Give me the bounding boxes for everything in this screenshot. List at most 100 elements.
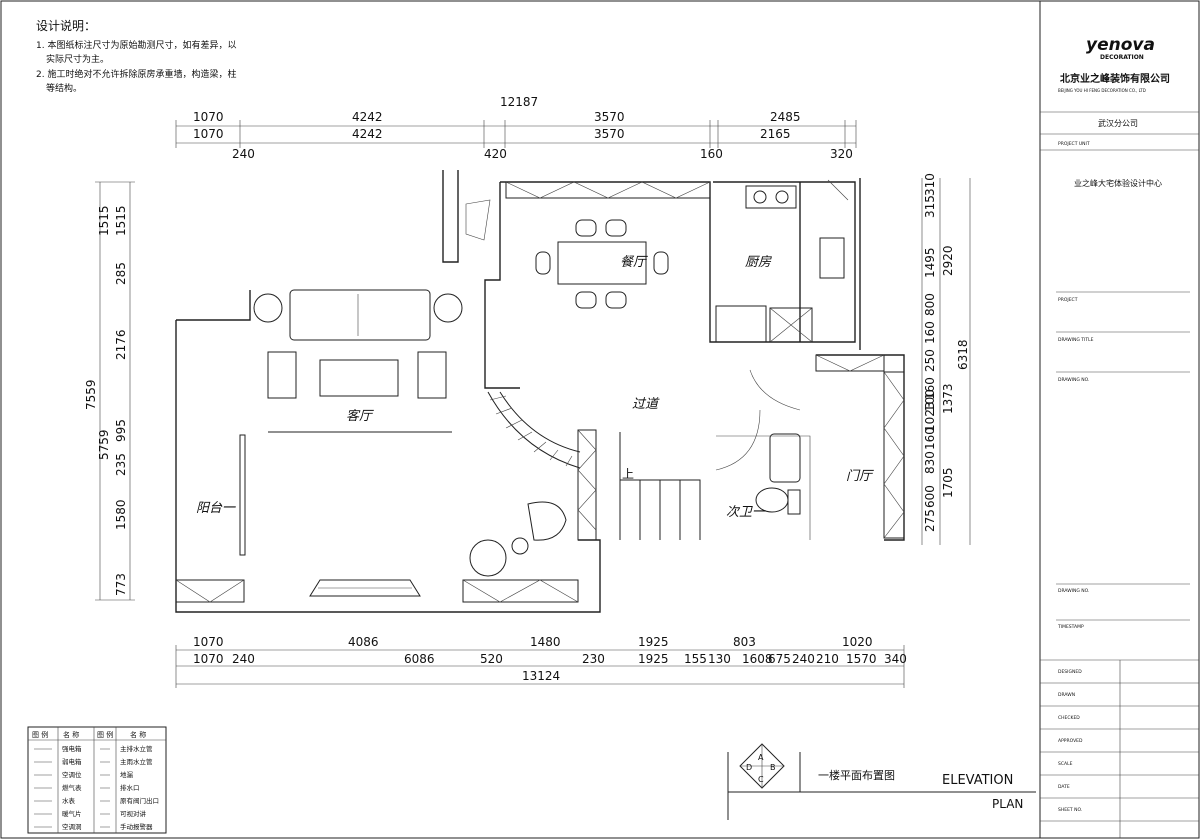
legend-name-8: 排水口 — [120, 783, 140, 792]
foyer-cabinet — [883, 371, 905, 539]
bottom-dim-1: 1070 — [193, 635, 224, 649]
top-dimensions: 12187 1070 4242 3570 2485 1070 4242 3570… — [175, 95, 857, 161]
notes-line-2: 实际尺寸为主。 — [46, 53, 109, 65]
bottom-dim-8: 240 — [232, 652, 255, 666]
top-dim-10: 420 — [484, 147, 507, 161]
right-dim-10: 100 — [923, 389, 937, 412]
bottom-dim-16: 675 — [768, 652, 791, 666]
right-dim-3: 1495 — [923, 247, 937, 278]
left-dim-a: 1515 — [97, 205, 111, 236]
field-drawn: DRAWN — [1058, 692, 1075, 698]
right-dim-11: 160 — [923, 427, 937, 450]
design-center: 业之峰大宅体验设计中心 — [1074, 178, 1162, 188]
compass-d: D — [746, 763, 752, 772]
bottom-dim-7: 1070 — [193, 652, 224, 666]
bottom-dim-13: 155 — [684, 652, 707, 666]
legend-name-9: 水表 — [62, 796, 76, 805]
brand-sub: DECORATION — [1100, 54, 1144, 61]
legend-header-3: 图 例 — [97, 730, 113, 739]
legend-name-7: 燃气表 — [62, 783, 82, 792]
legend-header-4: 名 称 — [130, 730, 146, 739]
sofa — [289, 289, 431, 341]
bottom-dim-3: 1480 — [530, 635, 561, 649]
notes-line-3: 2. 施工时绝对不允许拆除原房承重墙，构造梁，柱 — [36, 68, 236, 80]
right-dim-2: 310 — [923, 173, 937, 196]
company-name: 北京业之峰装饰有限公司 — [1060, 72, 1170, 85]
bottom-dim-20: 340 — [884, 652, 907, 666]
top-dim-3: 3570 — [594, 110, 625, 124]
notes-line-1: 1. 本图纸标注尺寸为原始勘测尺寸，如有差异，以 — [36, 39, 236, 51]
compass-b: B — [770, 763, 776, 772]
field-designed: DESIGNED — [1058, 669, 1082, 675]
left-dimensions: 7559 5759 1515 1515 285 2176 995 235 158… — [84, 181, 135, 601]
field-approved: APPROVED — [1058, 738, 1083, 744]
bottom-dim-19: 1570 — [846, 652, 877, 666]
plan-label: PLAN — [992, 797, 1023, 811]
company-name-en: BEIJING YOU HI FENG DECORATION CO., LTD — [1058, 88, 1146, 93]
dining-table — [557, 241, 647, 285]
room-labels: 餐厅 厨房 客厅 过道 阳台一 次卫一 门厅 — [196, 255, 874, 520]
top-dim-11: 160 — [700, 147, 723, 161]
right-dim-13: 830 — [923, 451, 937, 474]
field-drawing-no: DRAWING NO. — [1058, 377, 1089, 383]
right-dim-5: 800 — [923, 293, 937, 316]
legend-name-11: 暖气片 — [62, 809, 82, 818]
right-dim-12: 1373 — [941, 383, 955, 414]
bottom-dim-2: 4086 — [348, 635, 379, 649]
top-dim-9: 240 — [232, 147, 255, 161]
right-dim-15: 275 — [923, 509, 937, 532]
left-dim-1: 1515 — [114, 205, 128, 236]
legend-name-6: 地漏 — [120, 770, 134, 779]
side-table-left — [253, 293, 283, 323]
elevation-label: ELEVATION — [942, 773, 1013, 788]
right-dim-8: 160 — [923, 377, 937, 400]
side-panel: yenova DECORATION 北京业之峰装饰有限公司 BEIJING YO… — [1039, 1, 1199, 838]
brand-logo: yenova — [1086, 35, 1155, 55]
room-label-dining: 餐厅 — [620, 255, 648, 270]
field-sheet-no: SHEET NO. — [1058, 807, 1082, 813]
compass-c: C — [758, 775, 764, 784]
bottom-dim-9: 6086 — [404, 652, 435, 666]
bottom-dim-14: 130 — [708, 652, 731, 666]
compass-a: A — [758, 753, 764, 762]
bottom-dim-4: 1925 — [638, 635, 669, 649]
right-total-dim: 6318 — [956, 339, 970, 370]
left-total-dim: 7559 — [84, 379, 98, 410]
top-dim-2: 4242 — [352, 110, 383, 124]
legend-name-5: 空调位 — [62, 770, 82, 779]
room-label-kitchen: 厨房 — [745, 255, 772, 270]
bottom-dim-11: 230 — [582, 652, 605, 666]
notes-title: 设计说明： — [36, 18, 96, 33]
top-dim-12: 320 — [830, 147, 853, 161]
legend-name-1: 强电箱 — [62, 744, 82, 753]
top-total-dim: 12187 — [500, 95, 538, 109]
coffee-table — [319, 359, 399, 397]
branch-name: 武汉分公司 — [1098, 118, 1138, 128]
bottom-dim-5: 803 — [733, 635, 756, 649]
notes-line-4: 等结构。 — [46, 82, 82, 94]
right-dim-6: 160 — [923, 321, 937, 344]
legend-table: 图 例 名 称 图 例 名 称 强电箱 主排水立管 弱电箱 主雨水立管 空调位 … — [27, 726, 167, 834]
field-checked: CHECKED — [1058, 715, 1080, 721]
field-project: PROJECT — [1058, 297, 1078, 303]
right-dim-16: 600 — [923, 485, 937, 508]
room-label-balcony: 阳台一 — [196, 501, 236, 516]
field-timestamp: TIMESTAMP — [1057, 624, 1084, 630]
bottom-total-dim: 13124 — [522, 669, 560, 683]
room-label-bathroom: 次卫一 — [726, 505, 766, 520]
right-dimensions: 315 310 1495 2920 800 160 250 160 1023 1… — [921, 173, 971, 545]
right-dim-4: 2920 — [941, 245, 955, 276]
legend-name-3: 弱电箱 — [62, 757, 82, 766]
left-dim-2: 285 — [114, 262, 128, 285]
dining-cabinet — [505, 181, 711, 199]
bottom-dim-12: 1925 — [638, 652, 669, 666]
legend-name-4: 主雨水立管 — [120, 757, 153, 766]
left-dim-4: 995 — [114, 419, 128, 442]
right-dim-1: 315 — [923, 195, 937, 218]
left-dim-6: 1580 — [114, 499, 128, 530]
bath-sink — [769, 433, 801, 483]
top-dim-1: 1070 — [193, 110, 224, 124]
legend-name-14: 手动报警器 — [120, 822, 153, 831]
bottom-dim-18: 210 — [816, 652, 839, 666]
